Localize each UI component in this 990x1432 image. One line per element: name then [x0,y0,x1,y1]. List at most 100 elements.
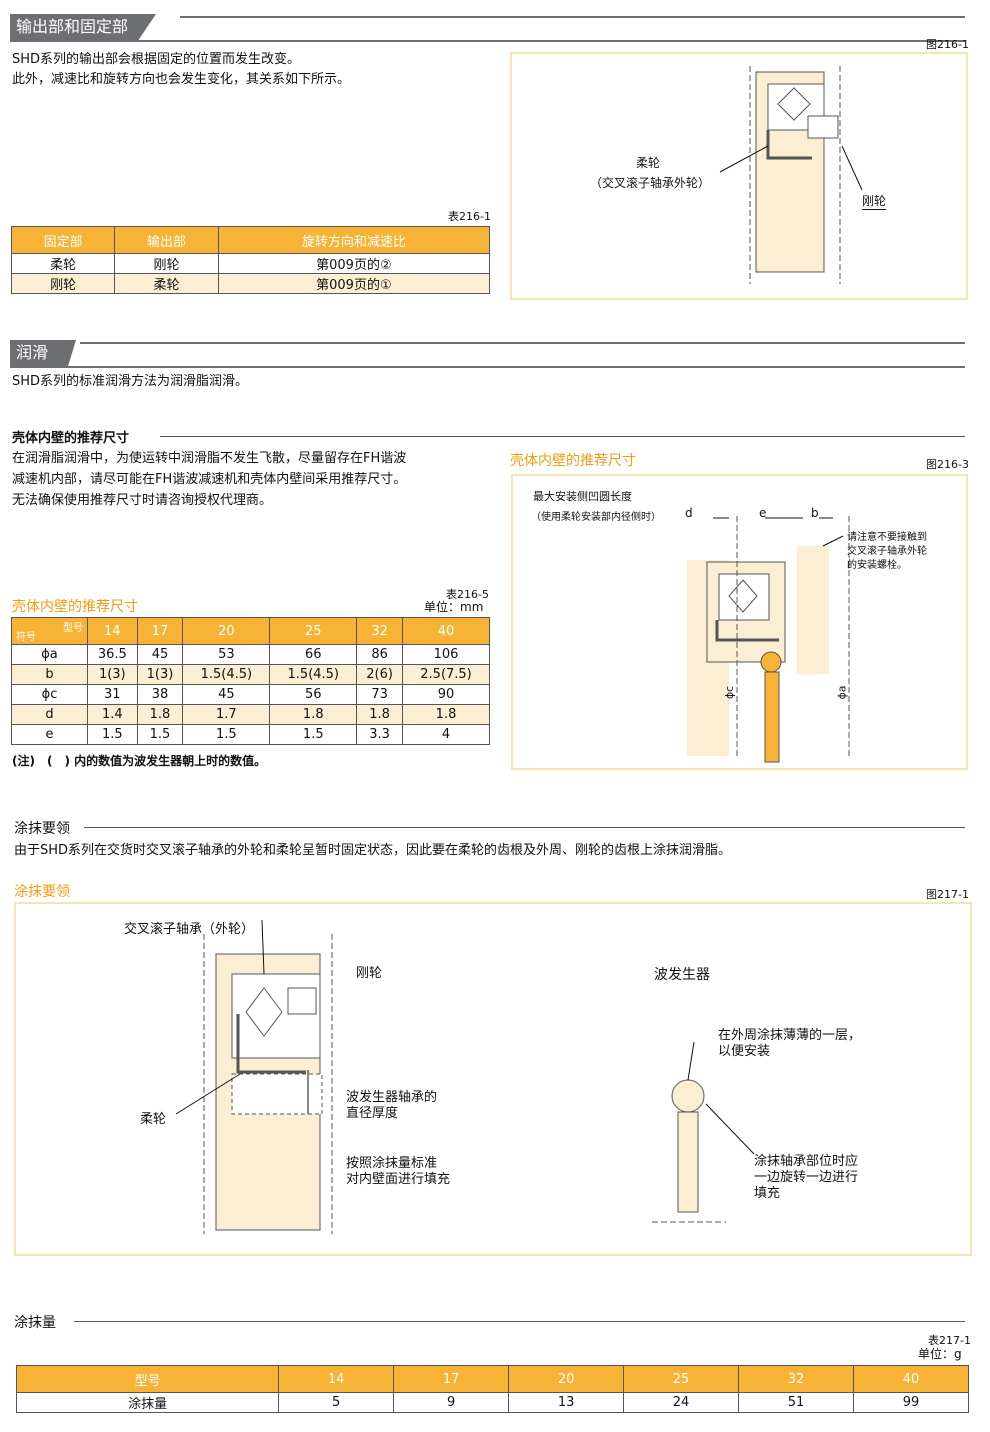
table-header: 型号 [15,1365,280,1393]
table-cell: 73 [356,684,404,705]
wg-thickness-label: 直径厚度 [346,1106,399,1121]
table-cell: 99 [853,1392,969,1413]
figure-title: 涂抹要领 [14,884,70,900]
dim-phia: ϕa [835,685,849,700]
subsection-title: 涂抹量 [14,1315,56,1331]
symbol-cell: d [11,704,88,725]
table-cell: 2(6) [356,664,404,685]
table-cell: 1.8 [136,704,184,725]
fill-label: 对内壁面进行填充 [346,1172,451,1187]
corner-symbol: 符号 [16,632,36,643]
table-row: 刚轮 柔轮 第009页的① [10,273,491,294]
table-unit: 单位：mm [424,600,484,614]
fixed-output-table: 固定部 输出部 旋转方向和减速比 柔轮 刚轮 第009页的② 刚轮 柔轮 第00… [10,226,491,294]
model-header: 20 [508,1365,625,1393]
table-row: ϕa 36.5 45 53 66 86 106 [11,644,490,665]
table-cell: 刚轮 [114,253,219,274]
table-cell: 1.8 [269,704,358,725]
model-header: 40 [853,1365,969,1393]
table-cell: 第009页的② [217,253,491,274]
figure-217-1: 交叉滚子轴承（外轮） 刚轮 柔轮 波发生器轴承的 直径厚度 按照涂抹量标准 对内… [14,902,972,1256]
subsection-title: 涂抹要领 [14,821,70,837]
bolt-note: 交叉滚子轴承外轮 [847,546,927,557]
table-cell: 106 [402,644,490,665]
table-row: b 1(3) 1(3) 1.5(4.5) 1.5(4.5) 2(6) 2.5(7… [11,664,490,685]
table-corner: 型号 符号 [11,617,88,645]
table-cell: 1.5(4.5) [269,664,358,685]
table-row: e 1.5 1.5 1.5 1.5 3.3 4 [11,724,490,745]
table-cell: 1(3) [87,664,138,685]
model-header: 32 [356,617,404,645]
figure-label: 图216-3 [926,458,969,471]
circular-spline-label: 刚轮 [862,194,887,210]
paragraph: SHD系列的标准润滑方法为润滑脂润滑。 [12,374,249,389]
model-header: 14 [87,617,138,645]
rotate-label: 涂抹轴承部位时应 [754,1154,859,1169]
table-header: 固定部 [10,226,116,254]
table-cell: 86 [356,644,404,665]
thin-layer-label: 以便安装 [718,1044,771,1059]
flexspline-label: 柔轮 [636,156,661,170]
model-header: 25 [623,1365,740,1393]
flexspline-label: 柔轮 [140,1112,167,1127]
table-cell: 53 [182,644,271,665]
table-row: 柔轮 刚轮 第009页的② [10,253,491,274]
housing-dimension-table: 型号 符号 14 17 20 25 32 40 ϕa 36.5 45 53 66… [11,617,490,745]
wg-thickness-label: 波发生器轴承的 [346,1090,438,1105]
table-title: 壳体内壁的推荐尺寸 [12,599,138,615]
symbol-cell: e [11,724,88,745]
subsection-rule [160,436,965,437]
table-cell: 第009页的① [217,273,491,294]
subsection-title: 壳体内壁的推荐尺寸 [12,431,130,446]
dim-phic: ϕc [723,685,737,700]
grease-amount-table: 型号 14 17 20 25 32 40 涂抹量 5 9 13 24 51 99 [15,1365,969,1413]
section-rule-top [180,16,965,18]
table-cell: 刚轮 [10,273,116,294]
table-cell: 13 [508,1392,625,1413]
table-label: 表216-1 [448,210,491,223]
symbol-cell: b [11,664,88,685]
table-cell: 36.5 [87,644,138,665]
table-cell: 4 [402,724,490,745]
table-cell: 1.7 [182,704,271,725]
flexspline-diagram [719,66,863,284]
table-cell: 31 [87,684,138,705]
symbol-cell: ϕc [11,684,88,705]
paragraph: 此外，减速比和旋转方向也会发生变化，其关系如下所示。 [12,72,351,87]
figure-title: 壳体内壁的推荐尺寸 [510,453,636,469]
grease-application-diagram [175,919,755,1234]
section-rule-top [80,342,965,344]
rotate-label: 填充 [754,1186,781,1201]
flexspline-note: （交叉滚子轴承外轮） [590,176,711,190]
section-header-lubrication: 润滑 [10,340,77,366]
model-header: 32 [738,1365,855,1393]
model-header: 25 [269,617,358,645]
table-cell: 5 [278,1392,395,1413]
wave-generator-label: 波发生器 [654,967,710,983]
table-cell: 56 [269,684,358,705]
table-cell: 1.4 [87,704,138,725]
table-label: 表217-1 [928,1334,971,1347]
table-cell: 66 [269,644,358,665]
paragraph: 无法确保使用推荐尺寸时请咨询授权代理商。 [12,493,273,508]
corner-model: 型号 [63,623,83,634]
circular-spline-label: 刚轮 [356,966,383,981]
housing-diagram [687,516,850,763]
table-cell: 51 [738,1392,855,1413]
figure-label: 图217-1 [926,888,969,901]
table-cell: 9 [393,1392,510,1413]
table-label: 表216-5 [446,588,489,601]
max-length-label: 最大安装侧凹圆长度 [533,490,632,503]
figure-216-3: 最大安装侧凹圆长度 （使用柔轮安装部内径侧时） d e b 请注意不要接触到 交… [511,474,968,770]
paragraph: 由于SHD系列在交货时交叉滚子轴承的外轮和柔轮呈暂时固定状态，因此要在柔轮的齿根… [14,843,732,858]
section-rule [10,40,965,42]
model-header: 17 [136,617,184,645]
model-header: 14 [278,1365,395,1393]
model-header: 20 [182,617,271,645]
symbol-cell: ϕa [11,644,88,665]
table-header: 旋转方向和减速比 [217,226,491,254]
table-row: ϕc 31 38 45 56 73 90 [11,684,490,705]
bearing-label: 交叉滚子轴承（外轮） [124,922,255,937]
section-rule [10,366,965,368]
table-cell: 1.5 [87,724,138,745]
